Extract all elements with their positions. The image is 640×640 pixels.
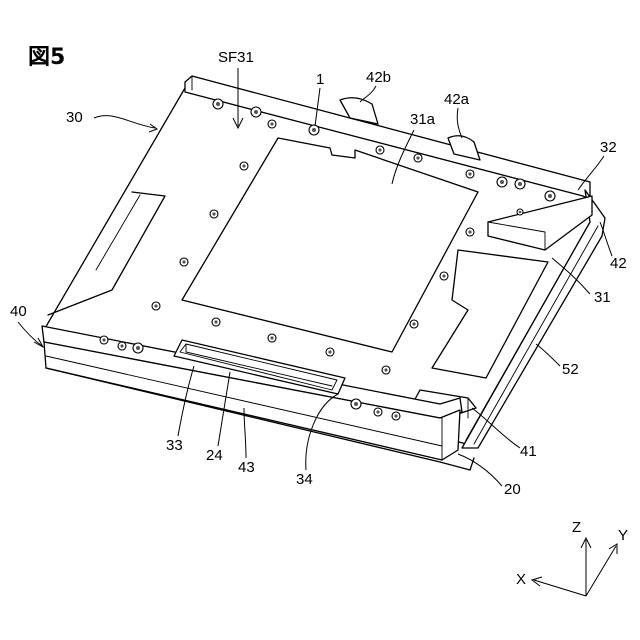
label-42a: 42a — [444, 91, 470, 108]
label-24: 24 — [206, 447, 223, 464]
axis-y-label: Y — [618, 527, 628, 544]
label-30: 30 — [66, 109, 83, 126]
axis-z-label: Z — [572, 519, 581, 536]
label-32: 32 — [600, 139, 617, 156]
label-42: 42 — [610, 255, 627, 272]
figure-title: 図5 — [28, 45, 65, 70]
label-33: 33 — [166, 437, 183, 454]
label-20: 20 — [504, 481, 521, 498]
axis-triad: Z Y X — [516, 519, 628, 596]
label-sf31: SF31 — [218, 49, 254, 66]
label-43: 43 — [238, 459, 255, 476]
axis-y-arrow — [586, 546, 616, 596]
label-34: 34 — [296, 471, 313, 488]
label-31a: 31a — [410, 111, 436, 128]
label-42b: 42b — [366, 69, 391, 86]
leader-30 — [94, 116, 155, 128]
label-41: 41 — [520, 443, 537, 460]
label-1: 1 — [316, 71, 324, 88]
label-31: 31 — [594, 289, 611, 306]
axis-x-label: X — [516, 571, 526, 588]
label-52: 52 — [562, 361, 579, 378]
tray-assembly — [42, 76, 605, 470]
label-40: 40 — [10, 303, 27, 320]
axis-x-arrow — [534, 580, 586, 596]
